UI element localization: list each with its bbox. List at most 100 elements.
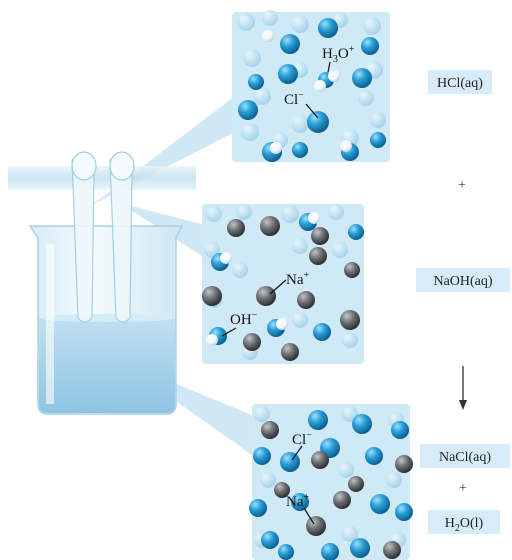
sphere-product-9 xyxy=(261,421,279,439)
sphere-hcl-29 xyxy=(328,70,340,82)
sphere-hcl-25 xyxy=(370,132,386,148)
sphere-product-21 xyxy=(333,491,351,509)
sphere-naoh-16 xyxy=(309,247,327,265)
sphere-hcl-1 xyxy=(262,10,278,26)
panel-hcl xyxy=(232,12,390,162)
ion-label-chloride-bottom: Cl− xyxy=(292,430,312,448)
sphere-naoh-21 xyxy=(281,343,299,361)
sphere-hcl-26 xyxy=(262,30,274,42)
sphere-naoh-13 xyxy=(311,227,329,245)
sphere-product-7 xyxy=(342,526,358,542)
ion-label-hydronium: H3O+ xyxy=(322,44,355,65)
sphere-naoh-12 xyxy=(260,216,280,236)
plus-sign-2: + xyxy=(459,481,467,496)
sphere-product-23 xyxy=(395,503,413,521)
sphere-naoh-1 xyxy=(236,204,252,220)
sphere-product-0 xyxy=(254,406,270,422)
sphere-naoh-27 xyxy=(206,334,218,346)
sphere-product-29 xyxy=(278,544,294,560)
sphere-product-30 xyxy=(348,476,364,492)
sphere-naoh-6 xyxy=(332,242,348,258)
beaker-liquid xyxy=(39,318,175,413)
sphere-hcl-17 xyxy=(361,37,379,55)
sphere-naoh-30 xyxy=(313,323,331,341)
sphere-naoh-17 xyxy=(344,262,360,278)
glass-rod xyxy=(8,166,196,190)
label-box-nacl xyxy=(420,444,510,468)
sphere-product-13 xyxy=(280,452,300,472)
panel-products xyxy=(252,404,410,560)
sphere-product-27 xyxy=(383,541,401,559)
sphere-product-11 xyxy=(352,414,372,434)
sphere-product-19 xyxy=(249,499,267,517)
sphere-hcl-5 xyxy=(243,49,261,67)
sphere-hcl-0 xyxy=(237,13,255,31)
ion-label-lines xyxy=(221,61,331,525)
sphere-hcl-20 xyxy=(238,100,258,120)
sphere-hcl-9 xyxy=(291,115,309,133)
ion-label-sodium-bottom: Na+ xyxy=(286,492,310,510)
sphere-product-31 xyxy=(274,482,290,498)
sphere-naoh-0 xyxy=(206,206,222,222)
beaker xyxy=(28,151,184,415)
sphere-naoh-8 xyxy=(292,312,308,328)
sphere-naoh-3 xyxy=(328,204,344,220)
sphere-product-14 xyxy=(253,447,271,465)
sphere-hcl-18 xyxy=(278,64,298,84)
sphere-naoh-9 xyxy=(342,332,358,348)
sphere-naoh-11 xyxy=(227,219,245,237)
sphere-hcl-22 xyxy=(307,111,329,133)
label-box-naoh xyxy=(416,268,510,292)
sphere-hcl-30 xyxy=(270,142,282,154)
sphere-product-10 xyxy=(308,410,328,430)
sphere-product-25 xyxy=(261,531,279,549)
sphere-naoh-23 xyxy=(220,252,232,264)
label-hcl: HCl(aq) xyxy=(437,76,483,91)
sphere-hcl-15 xyxy=(280,34,300,54)
sphere-naoh-14 xyxy=(202,286,222,306)
sphere-hcl-6 xyxy=(253,87,271,105)
sphere-hcl-28 xyxy=(314,80,326,92)
sphere-hcl-16 xyxy=(318,18,338,38)
sphere-naoh-15 xyxy=(256,286,276,306)
sphere-hcl-4 xyxy=(363,17,381,35)
label-water: H2O(l) xyxy=(445,516,484,534)
sphere-hcl-14 xyxy=(358,90,374,106)
ion-label-sodium-mid: Na+ xyxy=(286,270,310,288)
label-naoh: NaOH(aq) xyxy=(433,274,492,289)
sphere-naoh-31 xyxy=(232,262,248,278)
sphere-product-17 xyxy=(395,455,413,473)
sphere-hcl-11 xyxy=(370,112,386,128)
sphere-product-20 xyxy=(291,493,309,511)
sphere-hcl-32 xyxy=(292,142,308,158)
ion-label-hydroxide: OH− xyxy=(230,310,258,328)
ion-label-chloride-top: Cl− xyxy=(284,90,304,108)
label-nacl: NaCl(aq) xyxy=(439,450,491,465)
label-box-hcl xyxy=(428,70,492,94)
sphere-product-4 xyxy=(338,462,354,478)
reaction-arrow-icon xyxy=(459,366,467,410)
particle-spheres xyxy=(202,10,413,560)
sphere-naoh-29 xyxy=(276,318,288,330)
sphere-hcl-2 xyxy=(291,15,309,33)
sphere-naoh-25 xyxy=(308,212,320,224)
sphere-product-26 xyxy=(350,538,370,558)
sphere-product-12 xyxy=(391,421,409,439)
sphere-product-18 xyxy=(311,451,329,469)
sphere-naoh-5 xyxy=(292,238,308,254)
sphere-naoh-32 xyxy=(348,224,364,240)
sphere-product-5 xyxy=(386,472,402,488)
sphere-naoh-19 xyxy=(340,310,360,330)
sphere-product-28 xyxy=(321,543,339,560)
sphere-hcl-21 xyxy=(352,68,372,88)
plus-sign-1: + xyxy=(458,178,466,193)
sphere-product-24 xyxy=(306,516,326,536)
sphere-hcl-7 xyxy=(241,123,259,141)
sphere-product-22 xyxy=(370,494,390,514)
sphere-naoh-20 xyxy=(243,333,261,351)
panel-naoh xyxy=(202,204,364,364)
sphere-product-16 xyxy=(365,447,383,465)
sphere-product-3 xyxy=(260,472,276,488)
sphere-naoh-2 xyxy=(281,205,299,223)
